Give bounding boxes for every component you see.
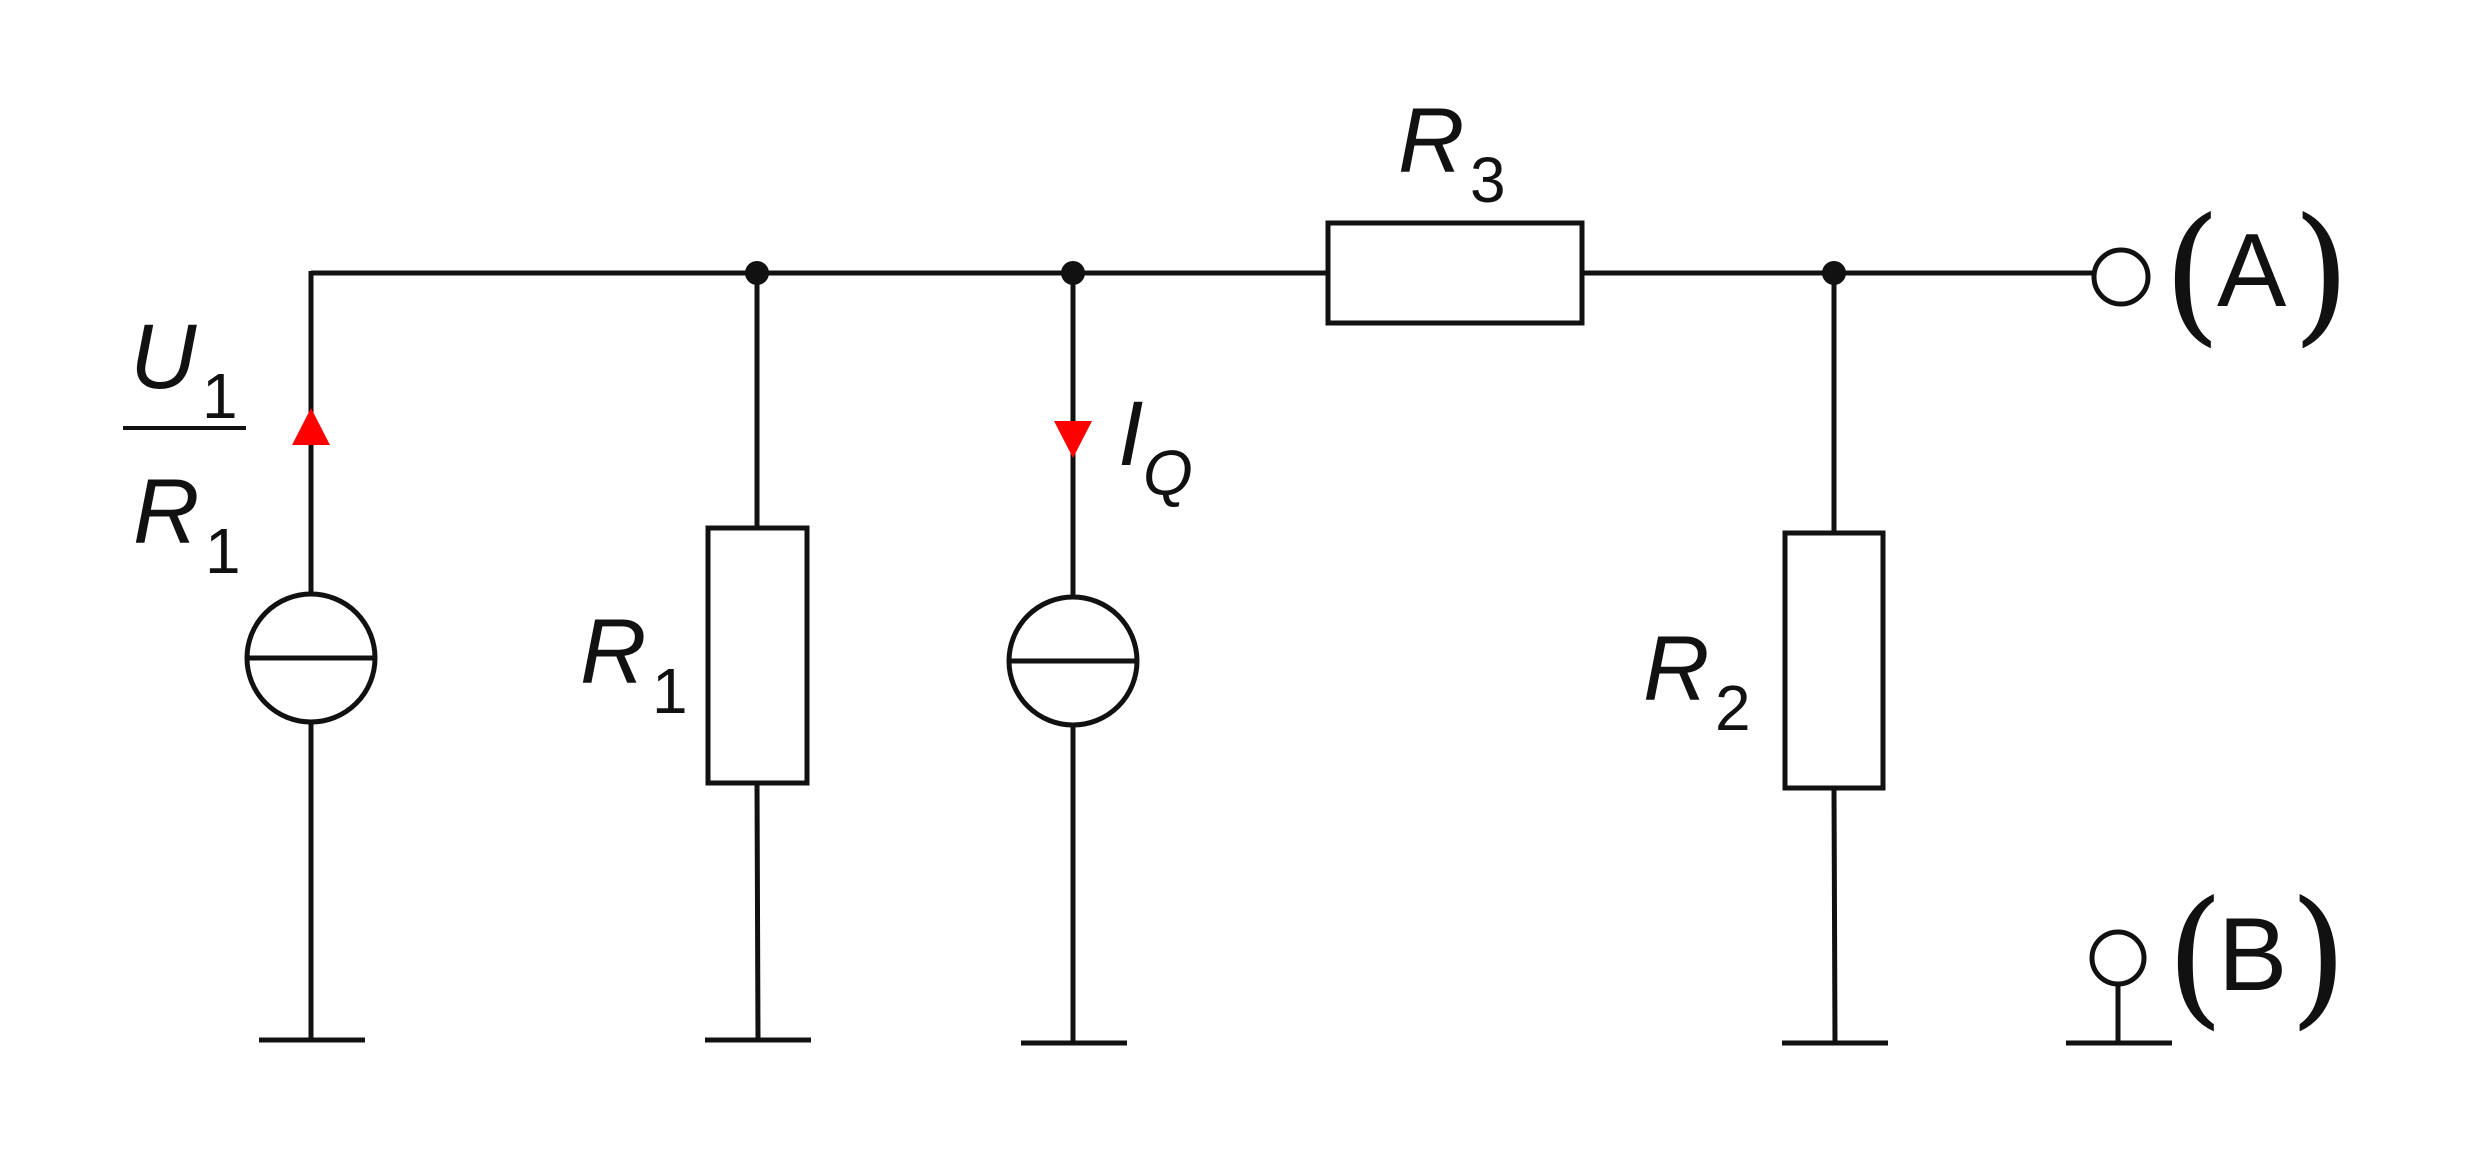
label-r3-sub: 3 bbox=[1470, 144, 1506, 216]
label-r2: R bbox=[1643, 618, 1709, 720]
label-r1: R bbox=[580, 601, 646, 703]
label-iq: I bbox=[1118, 383, 1144, 485]
r1-wire-bottom bbox=[754, 782, 761, 1041]
resistor-r3 bbox=[1325, 220, 1585, 326]
resistor-r1 bbox=[705, 525, 810, 786]
terminal-a-icon bbox=[2091, 247, 2151, 307]
terminal-b-icon bbox=[2089, 929, 2147, 987]
label-r1-den: R bbox=[133, 461, 199, 563]
label-iq-sub: Q bbox=[1143, 437, 1193, 509]
label-r2-sub: 2 bbox=[1715, 672, 1751, 744]
iq-current-arrow-icon bbox=[1054, 421, 1092, 458]
label-r1-den-sub: 1 bbox=[205, 515, 241, 587]
terminal-a-paren-open: ( bbox=[2163, 187, 2222, 361]
terminal-a-label: A bbox=[2217, 213, 2287, 329]
terminal-b-label: B bbox=[2218, 897, 2287, 1013]
label-u1: U bbox=[130, 306, 197, 408]
terminal-a-paren-close: ) bbox=[2292, 187, 2351, 361]
junction-node-3 bbox=[1822, 261, 1846, 285]
source1-current-arrow-icon bbox=[292, 408, 330, 445]
r2-wire-bottom bbox=[1831, 787, 1838, 1044]
resistor-r2 bbox=[1782, 530, 1886, 791]
junction-node-2 bbox=[1061, 261, 1085, 285]
terminal-b-paren-close: ) bbox=[2289, 870, 2348, 1044]
terminal-b-paren-open: ( bbox=[2166, 870, 2225, 1044]
label-r1-sub: 1 bbox=[652, 655, 688, 727]
label-u1-sub: 1 bbox=[202, 360, 238, 432]
junction-node-1 bbox=[745, 261, 769, 285]
label-r3: R bbox=[1398, 90, 1464, 192]
